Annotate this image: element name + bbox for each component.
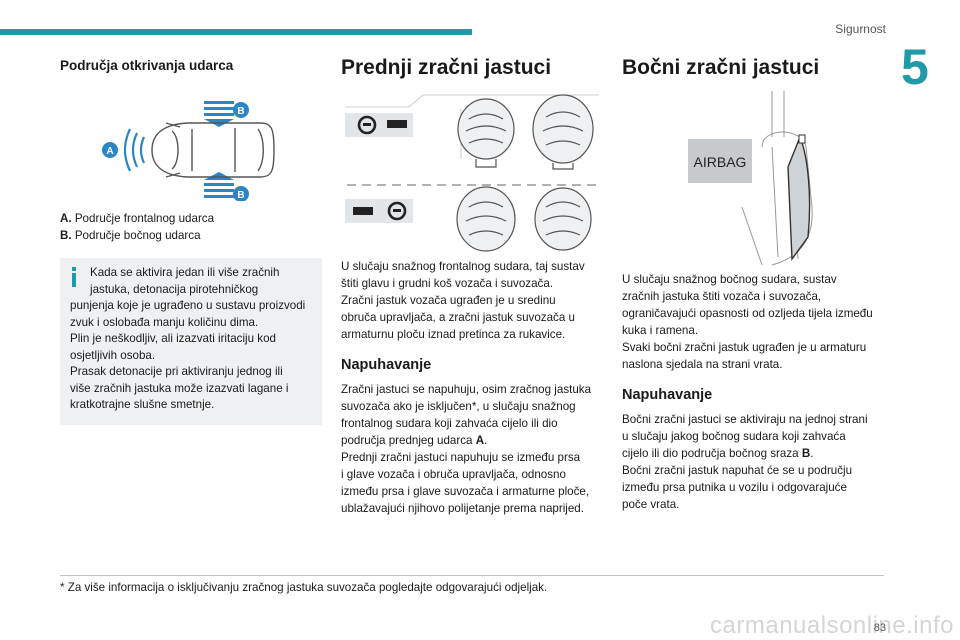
side-airbag-module (787, 134, 811, 262)
airbag-label-box (688, 139, 752, 184)
info-box: Kada se aktivira jedan ili više zračnih … (60, 258, 322, 425)
side-inflation-title: Napuhavanje (622, 387, 713, 404)
info-line: Plin je neškodljiv, ali izazvati iritaci… (70, 332, 276, 345)
airbag-driver-bottom (456, 186, 516, 252)
column-front-airbags: Prednji zračni jastuci (341, 56, 603, 517)
side-inflation-text: Bočni zračni jastuci se aktiviraju na je… (622, 413, 868, 512)
info-line: punjenja koje je ugrađeno u sustavu proi… (70, 299, 306, 312)
front-airbags-intro: U slučaju snažnog frontalnog sudara, taj… (341, 260, 585, 342)
info-line: Prasak detonacije pri aktiviranju jednog… (70, 365, 283, 378)
airbag-passenger-top (532, 94, 594, 170)
side-impact-arrows-bottom (204, 172, 234, 198)
front-inflation-text: Zračni jastuci se napuhuju, osim zračnog… (341, 383, 592, 516)
info-line: osjetljivih osoba. (70, 348, 156, 362)
front-impact-waves (123, 128, 146, 172)
column-side-airbags: Bočni zračni jastuci AIRBAG U slučaju sn… (622, 56, 884, 513)
info-line: Kada se aktivira jedan ili više zračnih (90, 266, 280, 279)
car-top-view (151, 122, 275, 178)
badge-b-bottom: B (233, 186, 249, 201)
side-airbag-figure: AIRBAG (688, 91, 813, 266)
info-line: više zračnih jastuka može izazvati lagan… (70, 381, 289, 395)
info-line: jastuka, detonacija pirotehničkog (90, 282, 259, 296)
steering-wheel-icon (345, 113, 413, 138)
info-line: kratkotrajne slušne smetnje. (70, 398, 215, 411)
chapter-number: 5 (901, 39, 929, 95)
svg-text:B: B (237, 106, 244, 117)
badge-a: A (102, 142, 118, 158)
legend-item-a: A. Područje frontalnog udarca (60, 212, 215, 225)
impact-zones-title: Područja otkrivanja udarca (60, 58, 234, 73)
side-airbags-intro: U slučaju snažnog bočnog sudara, sustav … (622, 273, 873, 372)
impact-zones-figure: A B B (102, 101, 275, 201)
front-airbags-title: Prednji zračni jastuci (341, 56, 552, 79)
dashboard-icon (345, 199, 413, 224)
front-airbags-figure (345, 94, 599, 252)
impact-zones-legend: A. Područje frontalnog udarca B. Područj… (60, 211, 322, 244)
airbag-label: AIRBAG (694, 154, 747, 170)
svg-text:A: A (106, 146, 113, 157)
airbag-driver-top (457, 98, 515, 168)
column-impact-zones: Područja otkrivanja udarca (60, 56, 322, 425)
front-inflation-title: Napuhavanje (341, 357, 432, 374)
watermark: carmanualsonline.info (710, 612, 954, 639)
header-accent-bar (0, 29, 472, 35)
page-number: 83 (873, 622, 886, 634)
airbag-passenger-bottom (534, 187, 592, 251)
badge-b-top: B (233, 102, 249, 118)
footnote: * Za više informacija o isključivanju zr… (60, 581, 548, 594)
footnote-rule (60, 575, 884, 576)
section-name: Sigurnost (835, 22, 886, 36)
side-airbags-title: Bočni zračni jastuci (622, 56, 820, 79)
legend-item-b: B. Područje bočnog udarca (60, 228, 201, 242)
info-icon (69, 267, 79, 287)
svg-text:B: B (237, 190, 244, 201)
info-line: zvuk i oslobađa manju količinu dima. (70, 315, 259, 329)
